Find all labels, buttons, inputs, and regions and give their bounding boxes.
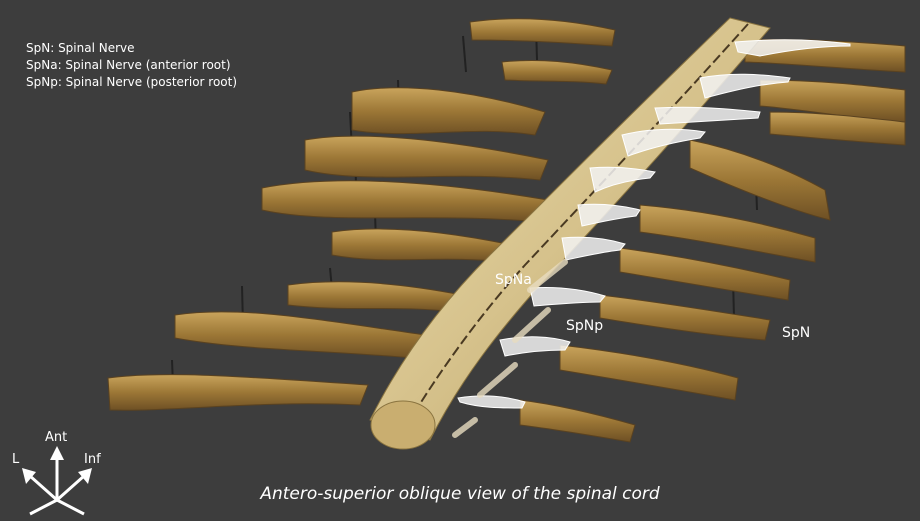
orientation-ant-label: Ant — [45, 430, 68, 445]
label-spna: SpNa — [495, 272, 532, 288]
orientation-l-label: L — [12, 452, 20, 467]
orientation-inf-label: Inf — [84, 452, 101, 467]
anterior-roots — [452, 259, 568, 438]
legend-item-spn: SpN: Spinal Nerve — [26, 41, 135, 55]
label-spn: SpN — [782, 325, 811, 341]
legend-item-spnp: SpNp: Spinal Nerve (posterior root) — [26, 75, 238, 89]
left-spinal-nerves — [107, 18, 616, 411]
orientation-arrows — [22, 446, 92, 516]
figure-caption: Antero-superior oblique view of the spin… — [260, 484, 660, 504]
root-highlights — [457, 39, 851, 409]
legend-item-spna: SpNa: Spinal Nerve (anterior root) — [26, 58, 231, 72]
label-spnp: SpNp — [566, 318, 604, 334]
abbreviation-legend: SpN: Spinal Nerve SpNa: Spinal Nerve (an… — [26, 40, 237, 91]
right-spinal-nerves — [519, 38, 906, 443]
